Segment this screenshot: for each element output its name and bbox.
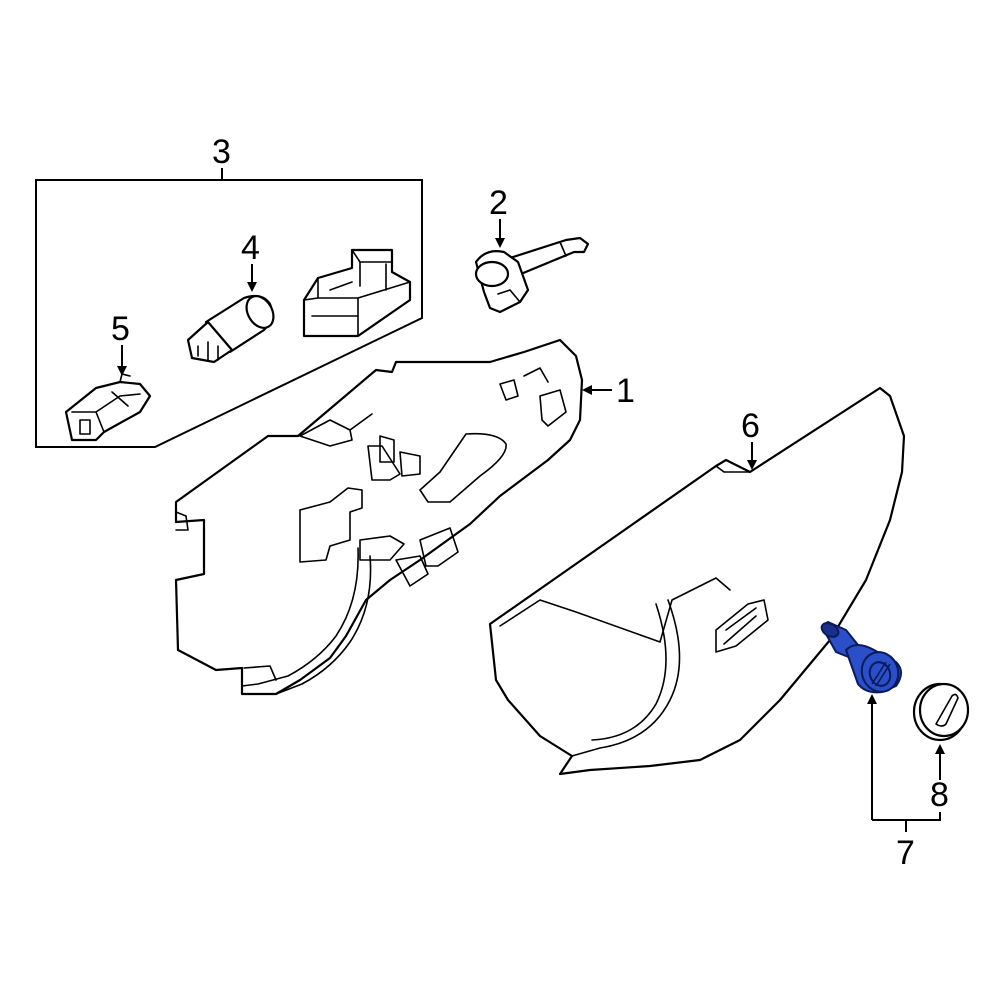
callout-6: 6 [741,407,760,445]
latch-rod-part[interactable] [474,236,590,314]
lock-cylinder-part[interactable] [819,620,904,697]
glovebox-housing-part[interactable] [174,338,584,696]
callout-2: 2 [489,184,508,222]
callout-labels: 3 2 4 5 1 6 8 7 [111,133,949,872]
leader-7-bracket [872,812,941,821]
bulb-kit-group [35,168,423,448]
callout-8: 8 [930,776,949,814]
callout-1: 1 [616,372,635,410]
kit-bracket-outline [35,179,423,448]
bulb-part[interactable] [186,291,279,364]
callout-leaders [117,219,945,832]
callout-3: 3 [212,133,231,171]
lock-cap-part[interactable] [912,682,970,742]
glovebox-door-part[interactable] [488,386,906,776]
callout-7: 7 [896,834,915,872]
callout-4: 4 [241,229,260,267]
socket-part[interactable] [64,373,152,442]
lamp-housing-part[interactable] [302,248,412,338]
callout-5: 5 [111,310,130,348]
